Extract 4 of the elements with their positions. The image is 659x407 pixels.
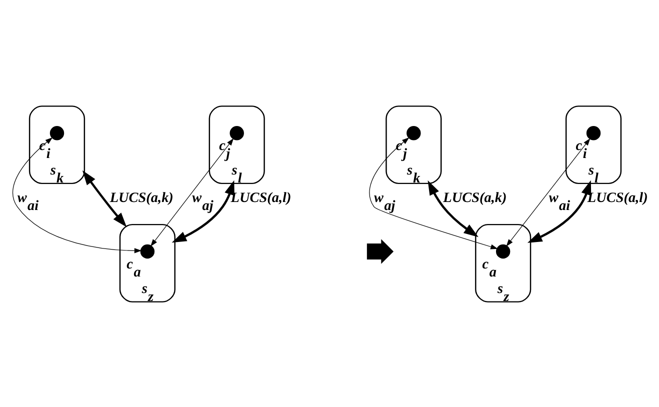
edge-label: LUCS(a,k) bbox=[110, 189, 174, 206]
edge-label: LUCS(a,l) bbox=[230, 189, 292, 206]
edge-label: LUCS(a,l) bbox=[587, 189, 648, 206]
edge-label: LUCS(a,k) bbox=[443, 189, 507, 206]
